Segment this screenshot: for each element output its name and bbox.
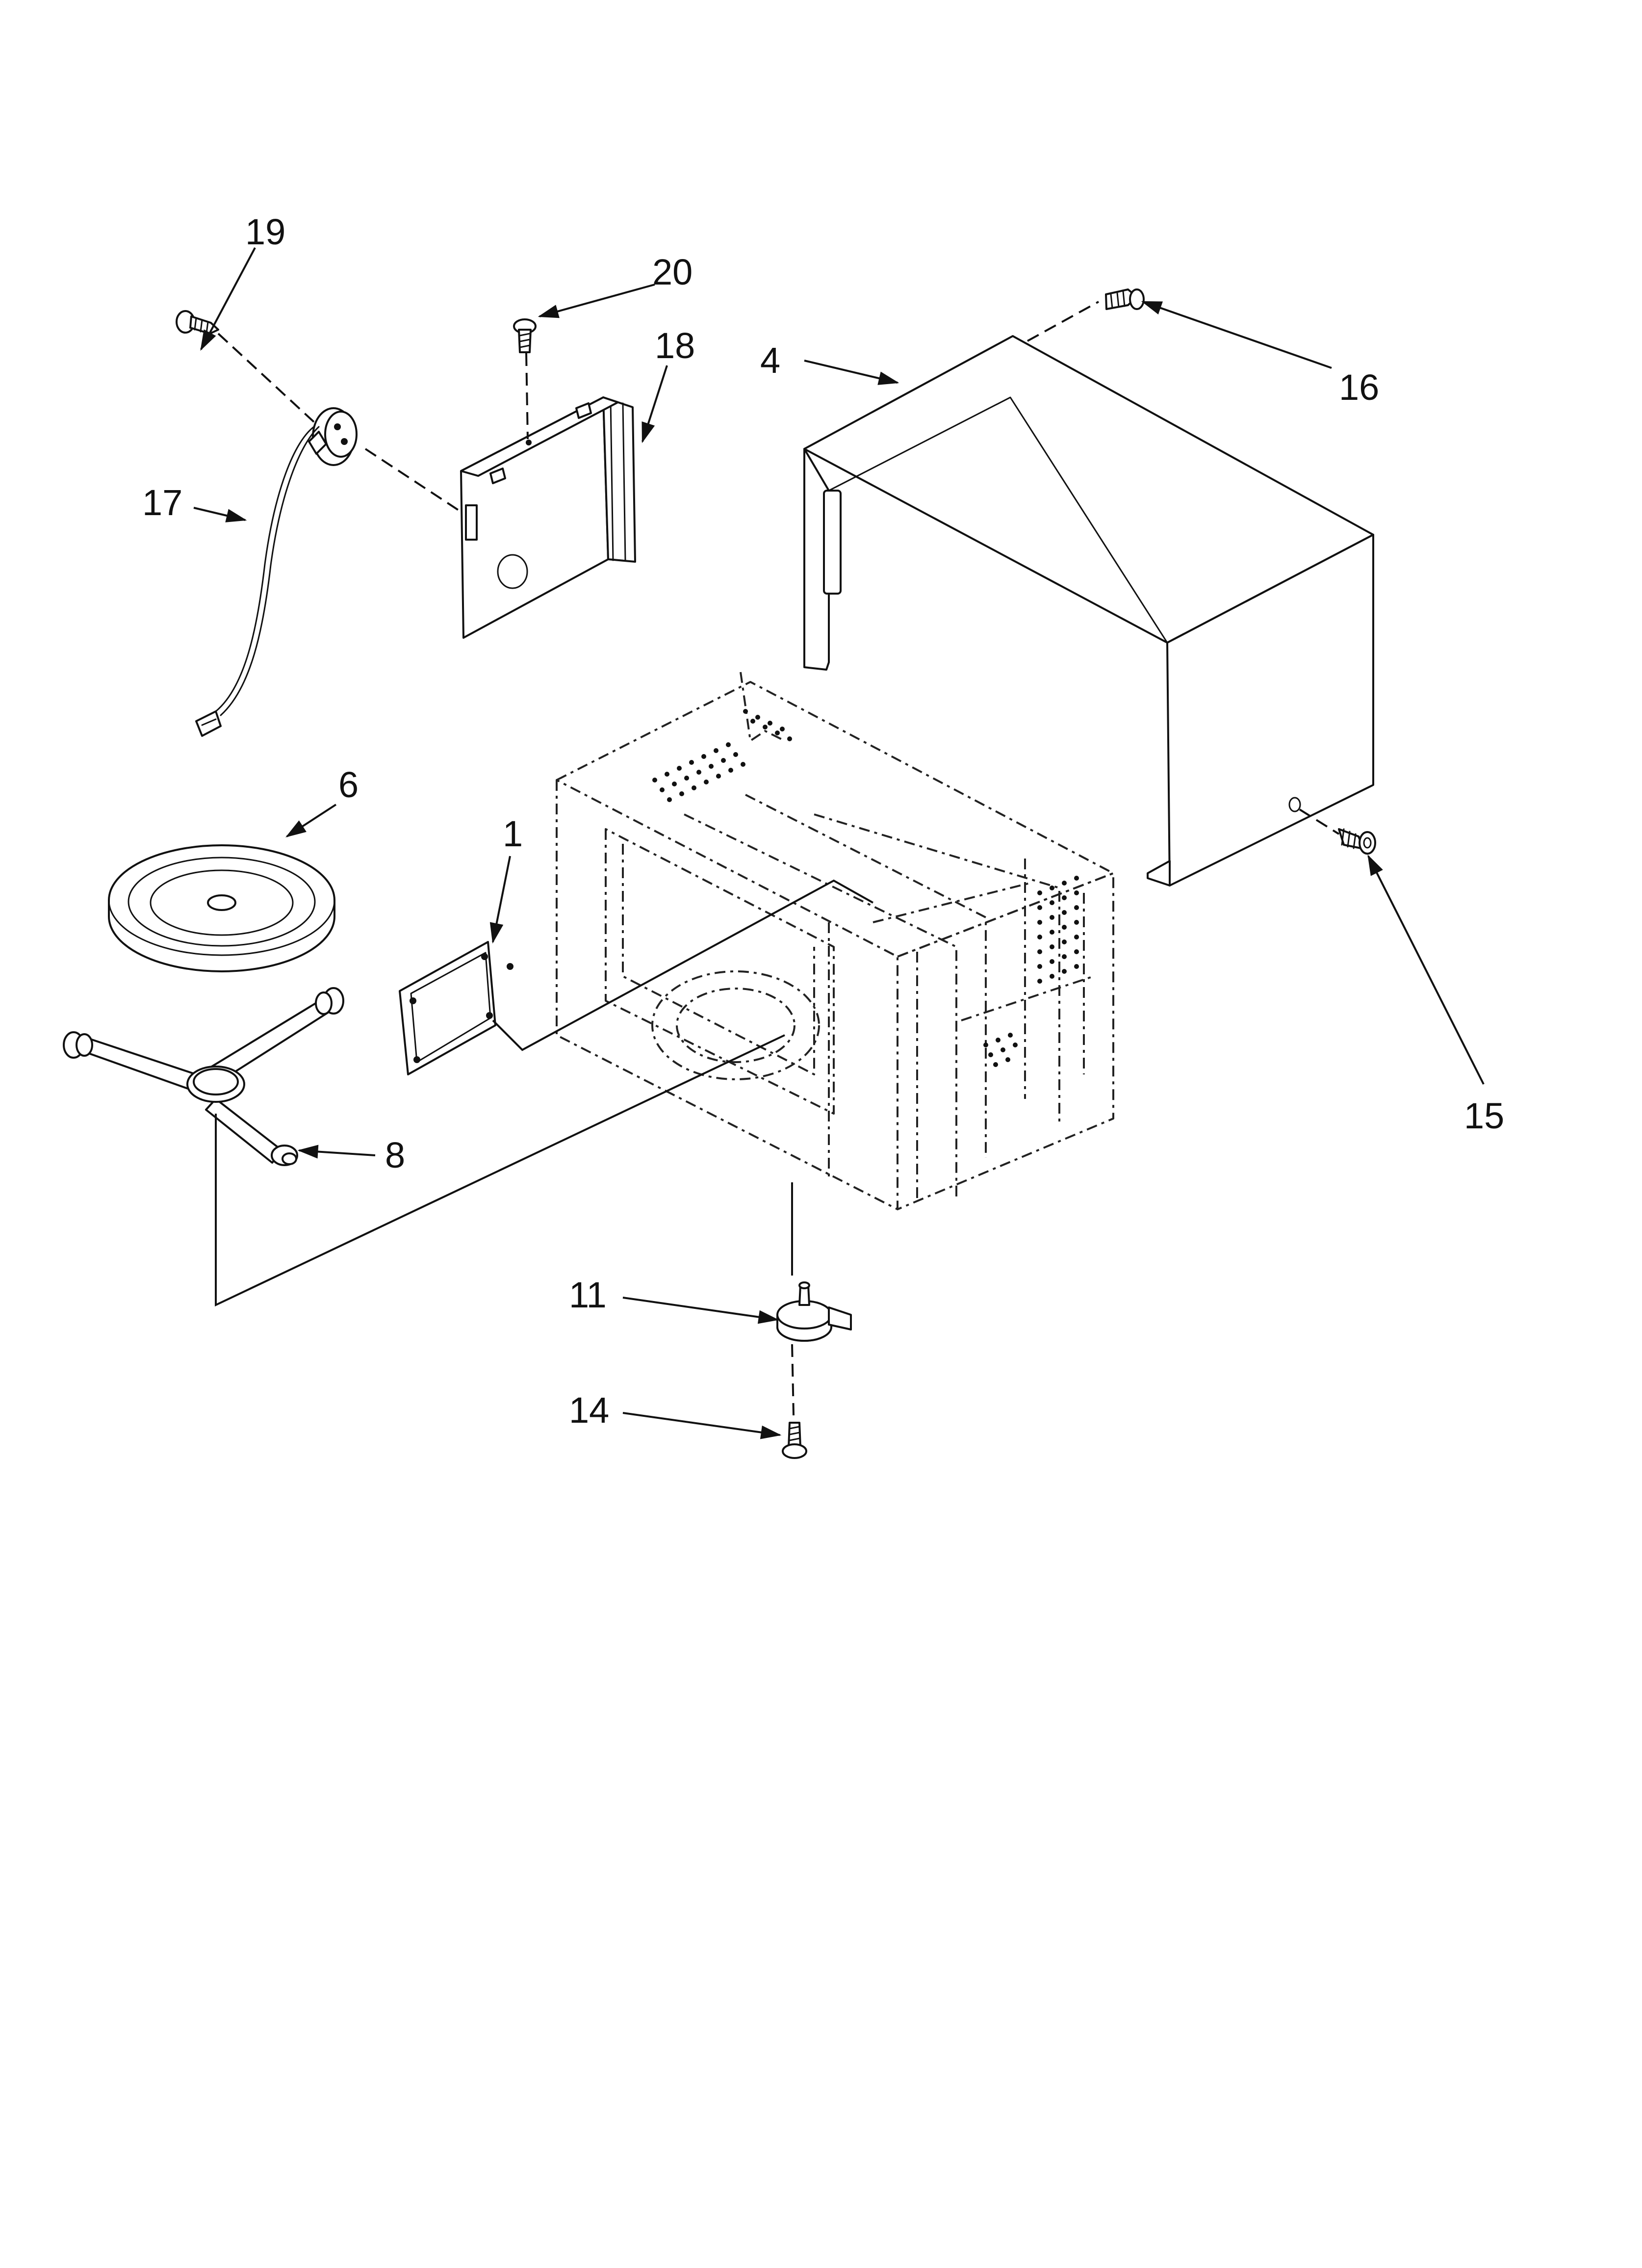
callout-20: 20 — [652, 252, 693, 292]
screw-part-15 — [1338, 828, 1376, 855]
microwave-chassis-phantom — [556, 672, 1114, 1210]
leader-lines — [193, 247, 1485, 1439]
outer-wrapper-part-4 — [803, 335, 1374, 886]
screw-part-20 — [513, 318, 537, 353]
callout-8: 8 — [385, 1135, 405, 1175]
callout-1: 1 — [503, 813, 523, 854]
vent-holes-side — [1037, 876, 1079, 984]
vent-holes-top — [652, 709, 792, 802]
roller-support-part-8 — [63, 987, 344, 1166]
gasket-part-1 — [399, 941, 513, 1075]
callout-6: 6 — [338, 764, 359, 805]
callout-4: 4 — [760, 340, 780, 381]
turntable-tray-part-6 — [108, 844, 335, 972]
bracket-part-18 — [460, 396, 636, 639]
callout-16: 16 — [1339, 367, 1379, 408]
thermal-cutout-part-17 — [195, 407, 358, 737]
callout-14: 14 — [569, 1390, 609, 1431]
callout-15: 15 — [1464, 1095, 1504, 1136]
callout-17: 17 — [142, 482, 182, 523]
callout-19: 19 — [245, 211, 285, 252]
callout-11: 11 — [569, 1275, 607, 1315]
screw-part-14 — [782, 1422, 807, 1459]
vent-holes-floor — [983, 1033, 1018, 1067]
screw-part-16 — [1105, 288, 1145, 310]
callout-labels: 19 20 18 4 16 17 6 1 8 15 11 14 — [142, 211, 1504, 1431]
callout-18: 18 — [655, 325, 695, 366]
turntable-motor-part-11 — [776, 1281, 852, 1342]
